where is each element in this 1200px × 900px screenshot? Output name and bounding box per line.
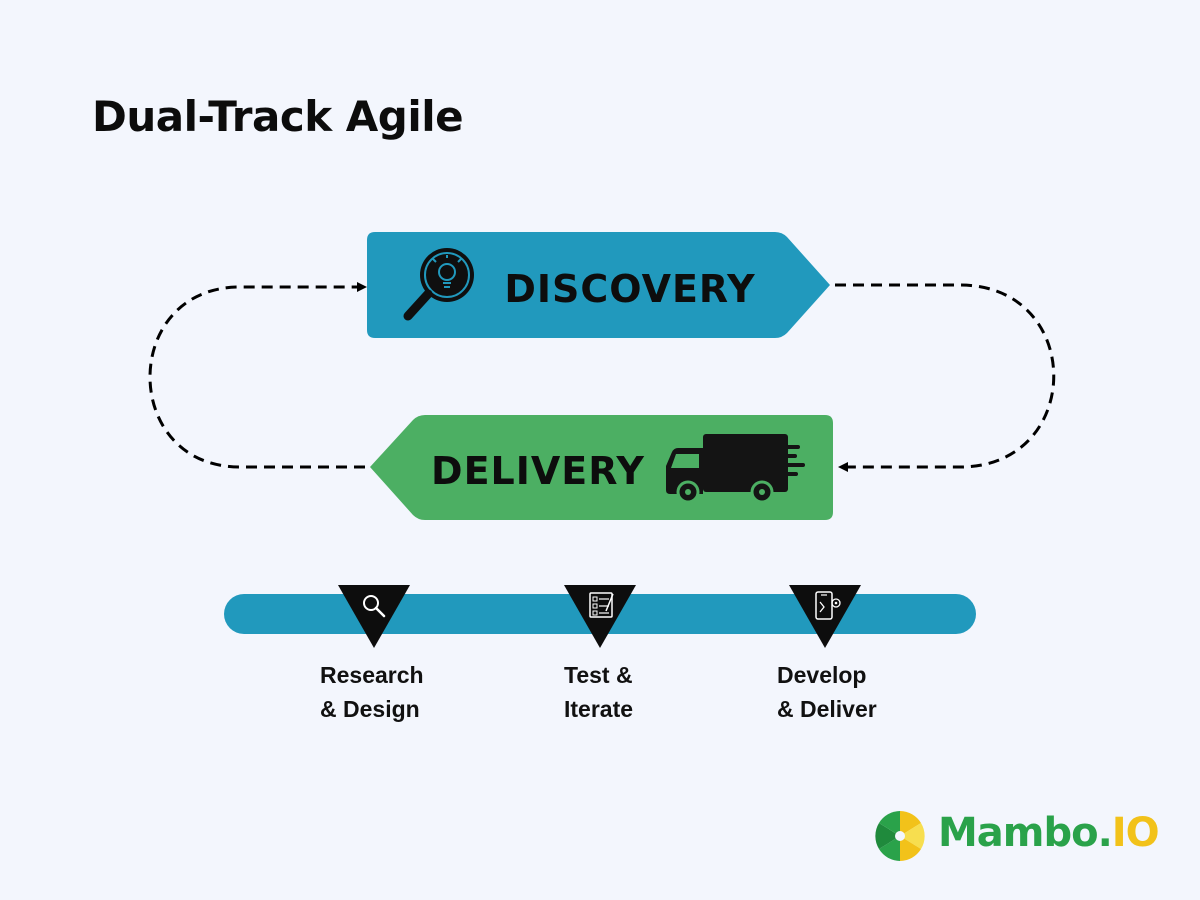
step-marker-develop-deliver xyxy=(789,585,861,648)
checklist-icon xyxy=(589,592,614,618)
step-marker-research-design xyxy=(338,585,410,648)
loop-right-connector xyxy=(835,283,1056,472)
discovery-label: DISCOVERY xyxy=(504,267,755,311)
mambo-io-wordmark: Mambo.IO xyxy=(938,810,1160,856)
magnifier-lightbulb-icon xyxy=(403,248,474,321)
delivery-label: DELIVERY xyxy=(431,449,645,493)
step-label-test-iterate: Test & Iterate xyxy=(564,662,634,722)
step-marker-test-iterate xyxy=(564,585,636,648)
delivery-truck-icon xyxy=(666,434,805,504)
logo-text-main: Mambo. xyxy=(938,810,1113,856)
mobile-gear-icon xyxy=(815,591,841,620)
loop-left-connector xyxy=(148,282,367,469)
mambo-io-logo-mark xyxy=(875,811,925,861)
page-title: Dual-Track Agile xyxy=(92,92,464,141)
step-label-develop-deliver: Develop & Deliver xyxy=(777,662,877,722)
logo-text-accent: IO xyxy=(1111,810,1160,856)
search-icon xyxy=(363,595,386,618)
discovery-track: DISCOVERY xyxy=(367,232,830,338)
mambo-io-logo: Mambo.IO xyxy=(872,808,1162,864)
delivery-track: DELIVERY xyxy=(370,415,833,520)
step-label-research-design: Research & Design xyxy=(320,662,424,722)
